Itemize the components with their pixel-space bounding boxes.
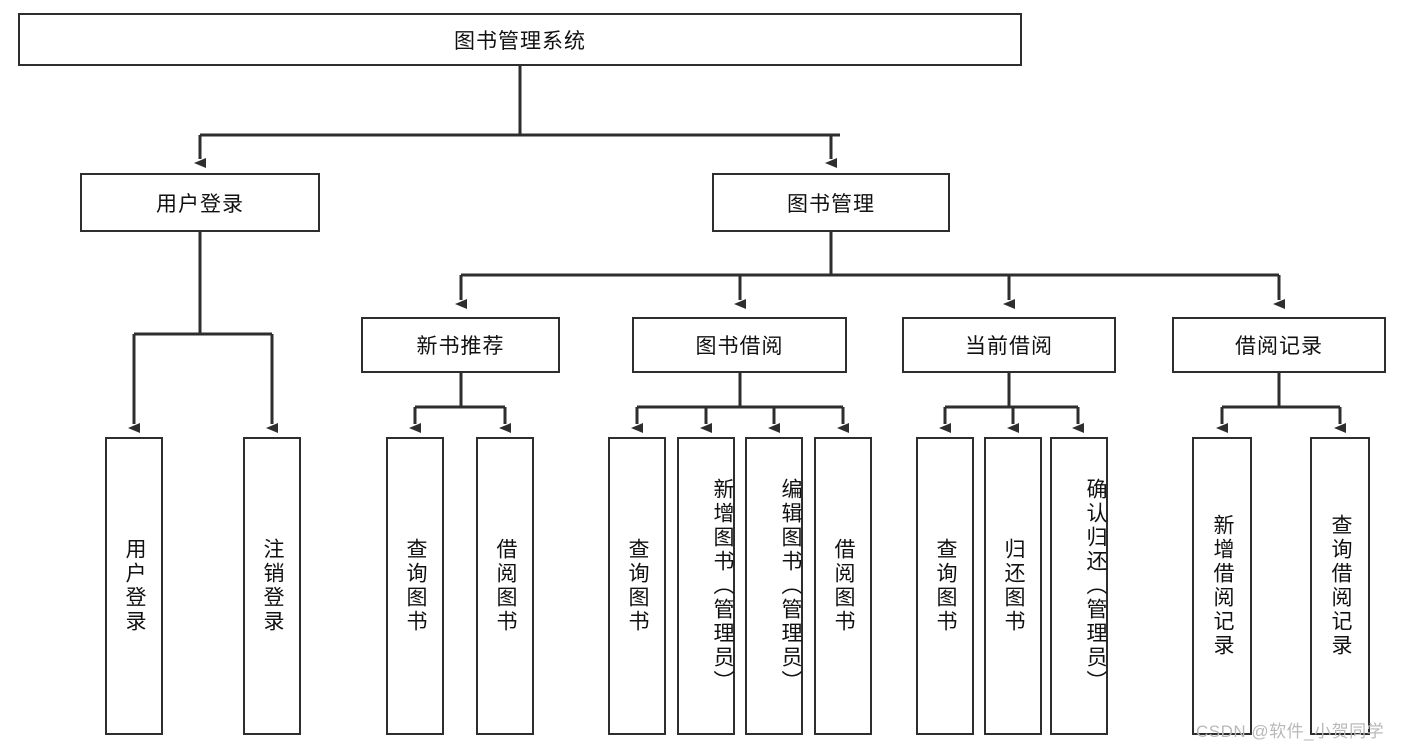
leaf-borrow-book-recommend[interactable]: 借阅图书 [476, 437, 534, 735]
leaf-logout[interactable]: 注销登录 [243, 437, 301, 735]
node-user-login[interactable]: 用户登录 [80, 173, 320, 232]
node-new-book-recommend[interactable]: 新书推荐 [361, 317, 560, 373]
leaf-return-book-label: 归还图书 [1002, 538, 1026, 634]
leaf-query-book-borrow[interactable]: 查询图书 [608, 437, 666, 735]
csdn-watermark: CSDN @软件_小贺同学 [1196, 722, 1385, 741]
leaf-confirm-return-label: 确认归还（管理员） [1084, 478, 1107, 694]
leaf-return-book[interactable]: 归还图书 [984, 437, 1042, 735]
leaf-add-book-label: 新增图书（管理员） [711, 478, 734, 694]
leaf-query-book-current-label: 查询图书 [934, 538, 958, 634]
leaf-borrow-book-recommend-label: 借阅图书 [494, 538, 518, 634]
leaf-query-book-borrow-label: 查询图书 [626, 538, 650, 634]
leaf-user-login-label: 用户登录 [123, 538, 147, 634]
node-root[interactable]: 图书管理系统 [18, 13, 1022, 66]
leaf-confirm-return[interactable]: 确认归还（管理员） [1050, 437, 1108, 735]
node-new-book-recommend-label: 新书推荐 [416, 335, 505, 358]
leaf-user-login[interactable]: 用户登录 [105, 437, 163, 735]
node-book-manage[interactable]: 图书管理 [712, 173, 950, 232]
node-book-borrow[interactable]: 图书借阅 [632, 317, 847, 373]
leaf-query-book-current[interactable]: 查询图书 [916, 437, 974, 735]
leaf-query-book-recommend[interactable]: 查询图书 [386, 437, 444, 735]
node-user-login-label: 用户登录 [156, 192, 244, 216]
leaf-add-borrow-record[interactable]: 新增借阅记录 [1192, 437, 1252, 735]
node-current-borrow[interactable]: 当前借阅 [902, 317, 1116, 373]
leaf-logout-label: 注销登录 [261, 538, 285, 634]
leaf-query-borrow-record[interactable]: 查询借阅记录 [1310, 437, 1370, 735]
leaf-add-borrow-record-label: 新增借阅记录 [1211, 514, 1235, 658]
node-book-borrow-label: 图书借阅 [695, 335, 784, 358]
leaf-query-borrow-record-label: 查询借阅记录 [1329, 514, 1353, 658]
node-borrow-record[interactable]: 借阅记录 [1172, 317, 1386, 373]
node-borrow-record-label: 借阅记录 [1235, 335, 1323, 358]
leaf-edit-book-label: 编辑图书（管理员） [779, 478, 802, 694]
node-root-label: 图书管理系统 [454, 29, 586, 53]
leaf-borrow-book[interactable]: 借阅图书 [814, 437, 872, 735]
leaf-add-book[interactable]: 新增图书（管理员） [677, 437, 735, 735]
node-book-manage-label: 图书管理 [787, 192, 875, 216]
leaf-query-book-recommend-label: 查询图书 [404, 538, 428, 634]
leaf-edit-book[interactable]: 编辑图书（管理员） [745, 437, 803, 735]
leaf-borrow-book-label: 借阅图书 [832, 538, 856, 634]
node-current-borrow-label: 当前借阅 [965, 335, 1053, 358]
